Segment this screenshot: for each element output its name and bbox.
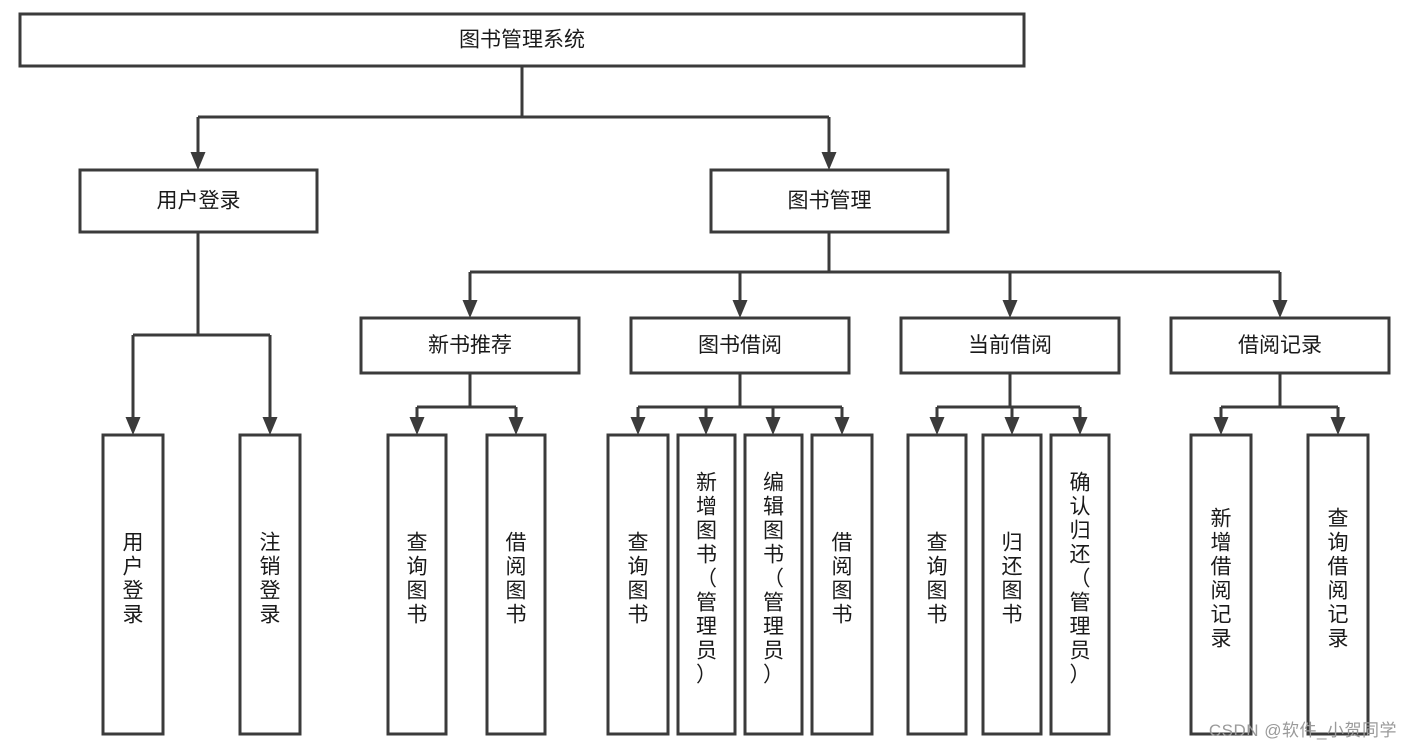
arrow-head-icon: [834, 417, 850, 435]
node-box: [709, 168, 950, 234]
node-leaf-4[interactable]: 借阅图书: [485, 433, 547, 736]
watermark-text: CSDN @软件_小贺同学: [1208, 721, 1397, 740]
node-box: [359, 316, 581, 375]
node-label: 新增图书（管理员）: [696, 472, 717, 687]
node-leaf-2[interactable]: 注销登录: [238, 433, 302, 736]
node-leaf-1[interactable]: 用户登录: [101, 433, 165, 736]
node-leaf-9[interactable]: 查询图书: [906, 433, 968, 736]
node-box: [1306, 433, 1370, 736]
node-label: 用户登录: [157, 190, 241, 213]
arrow-head-icon: [1272, 300, 1288, 318]
node-box: [981, 433, 1043, 736]
node-leaf-11[interactable]: 确认归还（管理员）: [1049, 433, 1111, 736]
arrow-head-icon: [1213, 417, 1229, 435]
arrow-head-icon: [190, 152, 206, 170]
node-level2-2[interactable]: 图书管理: [709, 168, 950, 234]
node-box: [1189, 433, 1253, 736]
node-level3-1[interactable]: 新书推荐: [359, 316, 581, 375]
node-box: [629, 316, 851, 375]
node-leaf-12[interactable]: 新增借阅记录: [1189, 433, 1253, 736]
node-level3-3[interactable]: 当前借阅: [899, 316, 1121, 375]
arrow-head-icon: [409, 417, 425, 435]
node-leaf-8[interactable]: 借阅图书: [810, 433, 874, 736]
arrow-head-icon: [732, 300, 748, 318]
node-label: 图书管理系统: [459, 29, 585, 52]
node-box: [810, 433, 874, 736]
node-label: 编辑图书（管理员）: [763, 472, 784, 687]
arrow-head-icon: [1072, 417, 1088, 435]
node-label: 查询图书: [407, 532, 428, 627]
node-box: [485, 433, 547, 736]
arrow-head-icon: [929, 417, 945, 435]
connectors-layer: [125, 66, 1346, 435]
arrow-head-icon: [1330, 417, 1346, 435]
arrow-head-icon: [508, 417, 524, 435]
node-box: [238, 433, 302, 736]
nodes-layer: 图书管理系统用户登录图书管理新书推荐图书借阅当前借阅借阅记录用户登录注销登录查询…: [18, 12, 1391, 736]
node-leaf-10[interactable]: 归还图书: [981, 433, 1043, 736]
node-box: [906, 433, 968, 736]
node-box: [1169, 316, 1391, 375]
node-label: 借阅图书: [506, 532, 527, 627]
node-box: [1049, 433, 1111, 736]
node-box: [386, 433, 448, 736]
node-label: 归还图书: [1002, 532, 1023, 627]
node-label: 当前借阅: [968, 334, 1052, 357]
node-label: 借阅图书: [832, 532, 853, 627]
node-root-system[interactable]: 图书管理系统: [18, 12, 1026, 68]
node-label: 查询借阅记录: [1328, 508, 1349, 651]
node-label: 图书管理: [788, 190, 872, 213]
arrow-head-icon: [630, 417, 646, 435]
node-level3-4[interactable]: 借阅记录: [1169, 316, 1391, 375]
arrow-head-icon: [1002, 300, 1018, 318]
arrow-head-icon: [765, 417, 781, 435]
node-label: 查询图书: [927, 532, 948, 627]
node-box: [899, 316, 1121, 375]
node-leaf-13[interactable]: 查询借阅记录: [1306, 433, 1370, 736]
arrow-head-icon: [698, 417, 714, 435]
node-box: [743, 433, 804, 736]
node-label: 新增借阅记录: [1211, 508, 1232, 651]
node-label: 注销登录: [260, 532, 281, 627]
node-box: [78, 168, 319, 234]
node-leaf-7[interactable]: 编辑图书（管理员）: [743, 433, 804, 736]
node-level2-1[interactable]: 用户登录: [78, 168, 319, 234]
node-label: 新书推荐: [428, 334, 512, 357]
node-label: 图书借阅: [698, 334, 782, 357]
arrow-head-icon: [1004, 417, 1020, 435]
arrow-head-icon: [262, 417, 278, 435]
node-leaf-3[interactable]: 查询图书: [386, 433, 448, 736]
arrow-head-icon: [462, 300, 478, 318]
arrow-head-icon: [125, 417, 141, 435]
node-box: [18, 12, 1026, 68]
node-label: 确认归还（管理员）: [1070, 472, 1091, 687]
node-label: 用户登录: [123, 532, 144, 627]
node-level3-2[interactable]: 图书借阅: [629, 316, 851, 375]
node-leaf-6[interactable]: 新增图书（管理员）: [676, 433, 737, 736]
node-box: [676, 433, 737, 736]
node-leaf-5[interactable]: 查询图书: [606, 433, 670, 736]
node-label: 查询图书: [628, 532, 649, 627]
node-box: [101, 433, 165, 736]
arrow-head-icon: [821, 152, 837, 170]
node-box: [606, 433, 670, 736]
node-label: 借阅记录: [1238, 334, 1322, 357]
